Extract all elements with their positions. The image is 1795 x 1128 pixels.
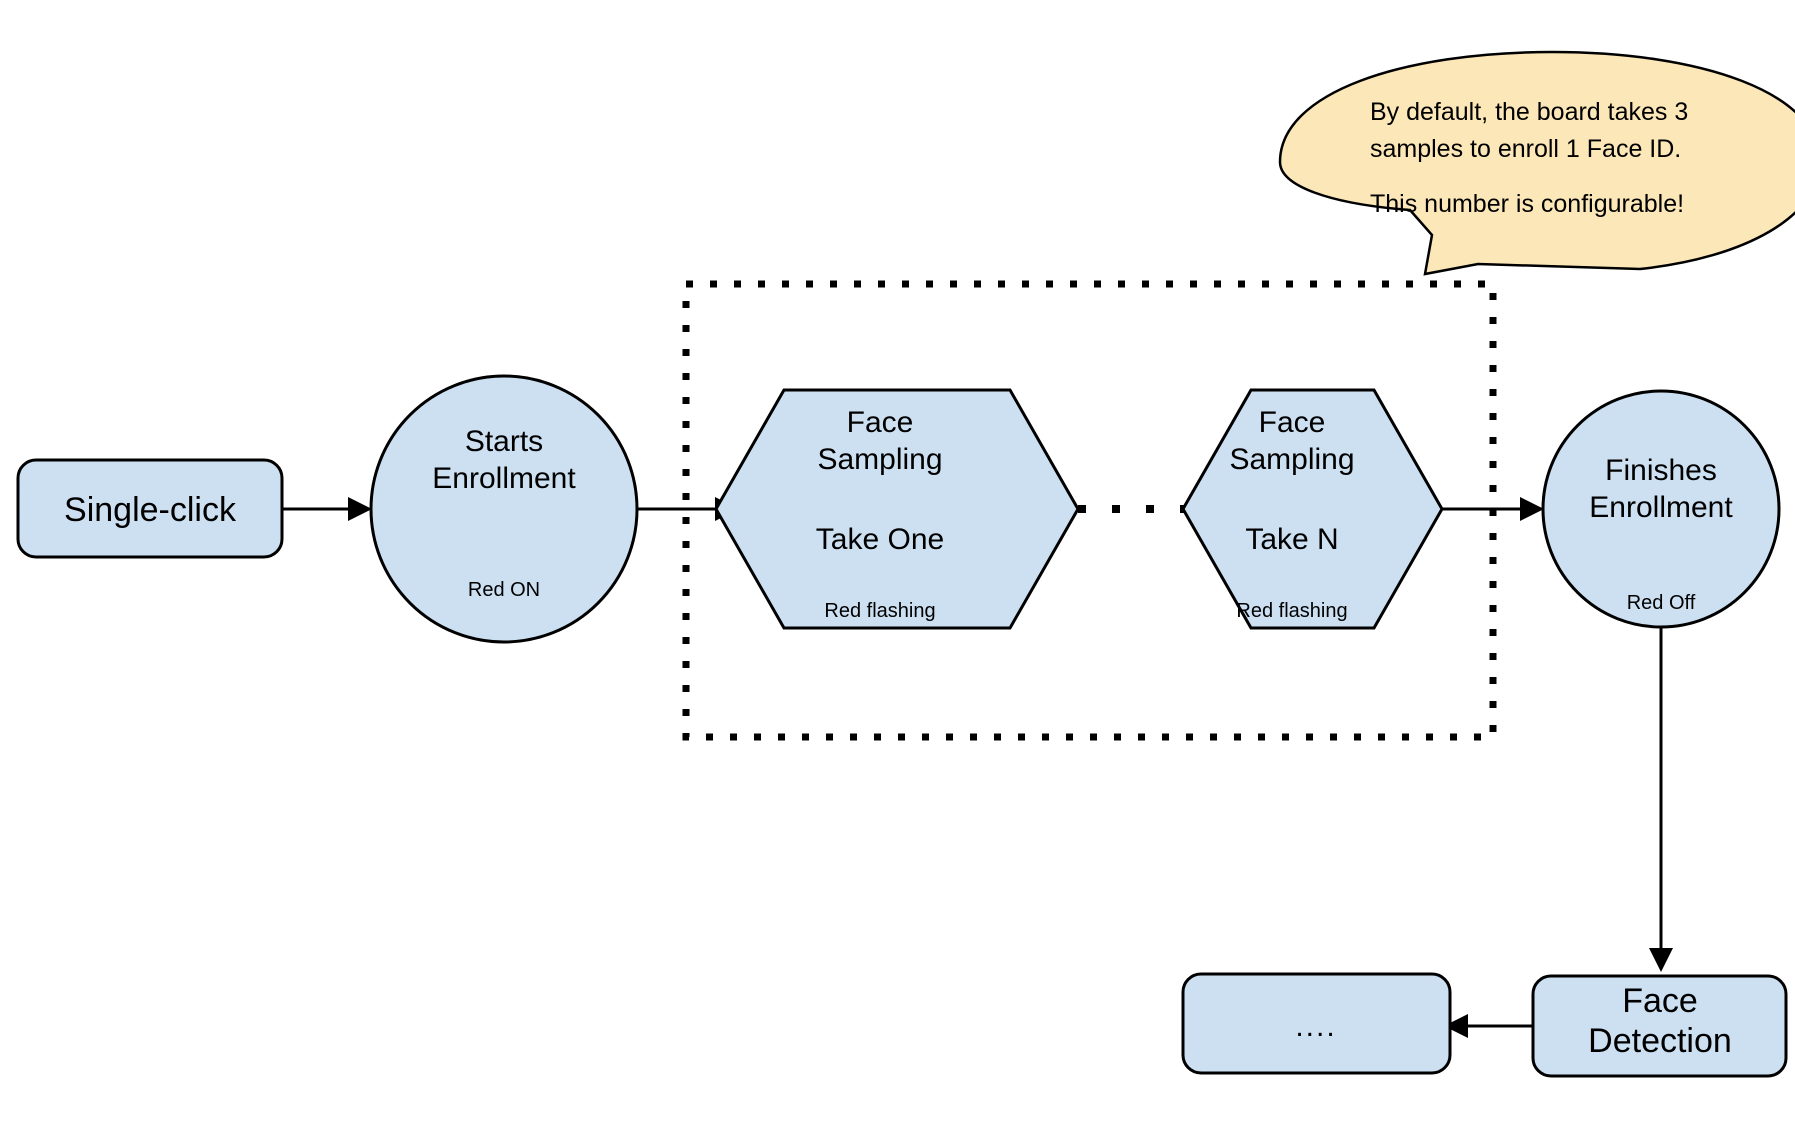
callout-shape [1278, 50, 1795, 276]
single-click-label: Single-click [64, 491, 237, 529]
starts-enrollment-status: Red ON [468, 579, 540, 601]
face-sampling-one-line2: Sampling [817, 443, 942, 476]
node-ellipsis-box[interactable]: .... [1181, 972, 1452, 1075]
callout-bubble: By default, the board takes 3 samples to… [1278, 50, 1795, 276]
finishes-enrollment-line2: Enrollment [1589, 491, 1733, 524]
node-single-click[interactable]: Single-click [16, 458, 284, 559]
node-face-sampling-one[interactable]: Face Sampling Take One Red flashing [714, 388, 1080, 630]
single-click-shape[interactable] [16, 458, 284, 559]
face-sampling-n-take: Take N [1245, 523, 1338, 556]
node-face-detection[interactable]: Face Detection [1531, 974, 1788, 1078]
node-face-sampling-n[interactable]: Face Sampling Take N Red flashing [1181, 388, 1444, 630]
face-sampling-one-status: Red flashing [824, 600, 935, 622]
face-detection-line2: Detection [1588, 1022, 1732, 1060]
ellipsis-box-label: .... [1295, 1010, 1336, 1043]
face-sampling-one-line1: Face [847, 406, 914, 439]
face-detection-line1: Face [1622, 982, 1698, 1020]
finishes-enrollment-status: Red Off [1627, 592, 1696, 614]
face-sampling-one-take: Take One [816, 523, 944, 556]
ellipsis-box-shape[interactable] [1181, 972, 1452, 1075]
starts-enrollment-line2: Enrollment [432, 462, 576, 495]
face-sampling-n-status: Red flashing [1236, 600, 1347, 622]
face-sampling-n-line1: Face [1259, 406, 1326, 439]
starts-enrollment-line1: Starts [465, 425, 543, 458]
node-finishes-enrollment[interactable]: Finishes Enrollment Red Off [1541, 389, 1781, 629]
finishes-enrollment-line1: Finishes [1605, 454, 1717, 487]
starts-enrollment-shape[interactable] [369, 374, 639, 644]
callout-line3: This number is configurable! [1370, 190, 1684, 218]
node-starts-enrollment[interactable]: Starts Enrollment Red ON [369, 374, 639, 644]
callout-line1: By default, the board takes 3 [1370, 98, 1688, 126]
callout-line2: samples to enroll 1 Face ID. [1370, 135, 1681, 163]
face-sampling-n-line2: Sampling [1229, 443, 1354, 476]
